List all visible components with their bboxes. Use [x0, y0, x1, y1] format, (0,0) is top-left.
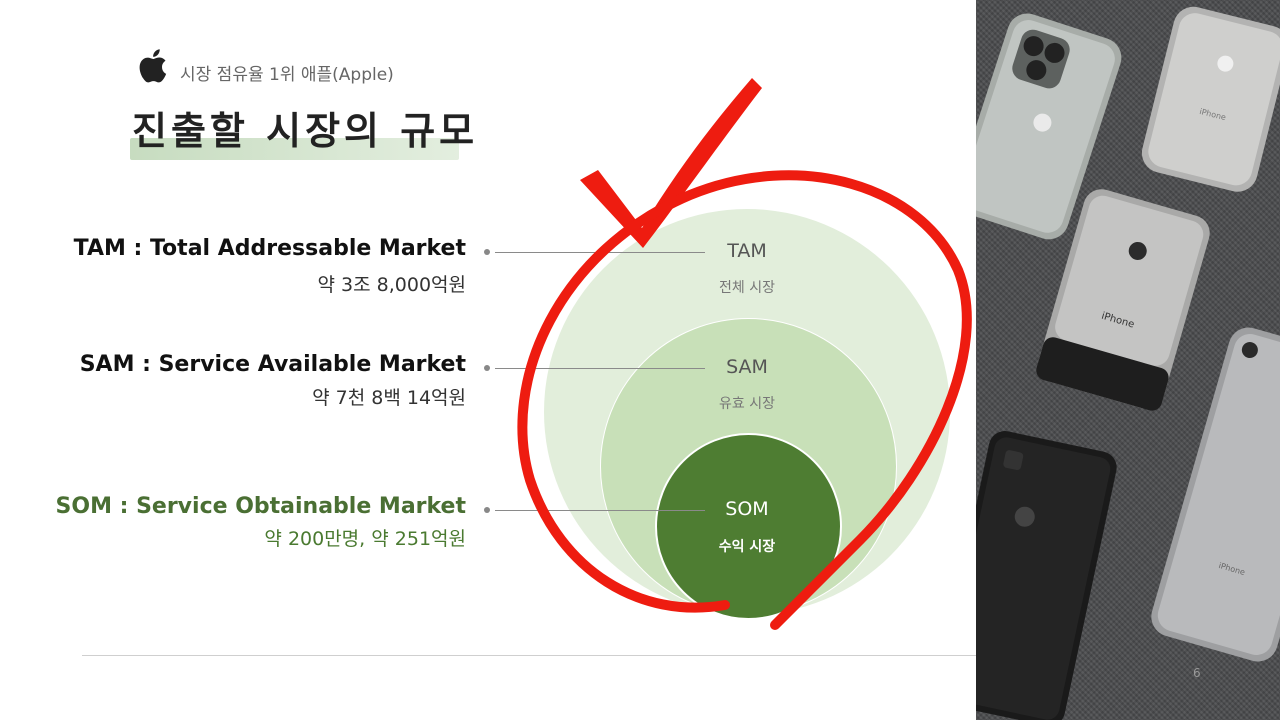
sam-circle-label: SAM — [726, 356, 768, 378]
sam-connector-line — [495, 368, 705, 369]
tam-connector-dot — [484, 249, 490, 255]
tam-circle-label: TAM — [727, 240, 767, 262]
som-circle-desc: 수익 시장 — [718, 539, 776, 555]
som-circle — [655, 433, 842, 620]
tam-value: 약 3조 8,000억원 — [317, 274, 466, 296]
page-title: 진출할 시장의 규모 — [132, 109, 479, 153]
sam-circle-desc: 유효 시장 — [719, 396, 775, 412]
header-subtitle: 시장 점유율 1위 애플(Apple) — [180, 65, 394, 85]
som-value: 약 200만명, 약 251억원 — [264, 528, 466, 550]
tam-connector-line — [495, 252, 705, 253]
sam-connector-dot — [484, 365, 490, 371]
som-connector-line — [495, 510, 705, 511]
apple-logo-icon — [139, 49, 167, 83]
som-circle-label: SOM — [725, 498, 769, 520]
page-number: 6 — [1193, 666, 1201, 680]
phones-illustration: iPhone iPhone iPhone — [976, 6, 1280, 720]
tam-circle-desc: 전체 시장 — [719, 280, 775, 296]
som-connector-dot — [484, 507, 490, 513]
title-highlight — [130, 138, 459, 160]
sam-title: SAM : Service Available Market — [79, 352, 466, 377]
sam-value: 약 7천 8백 14억원 — [312, 387, 466, 409]
footer-divider — [82, 655, 976, 656]
som-title: SOM : Service Obtainable Market — [55, 494, 466, 519]
tam-title: TAM : Total Addressable Market — [73, 236, 466, 261]
iphones-photo: iPhone iPhone iPhone — [976, 0, 1280, 720]
